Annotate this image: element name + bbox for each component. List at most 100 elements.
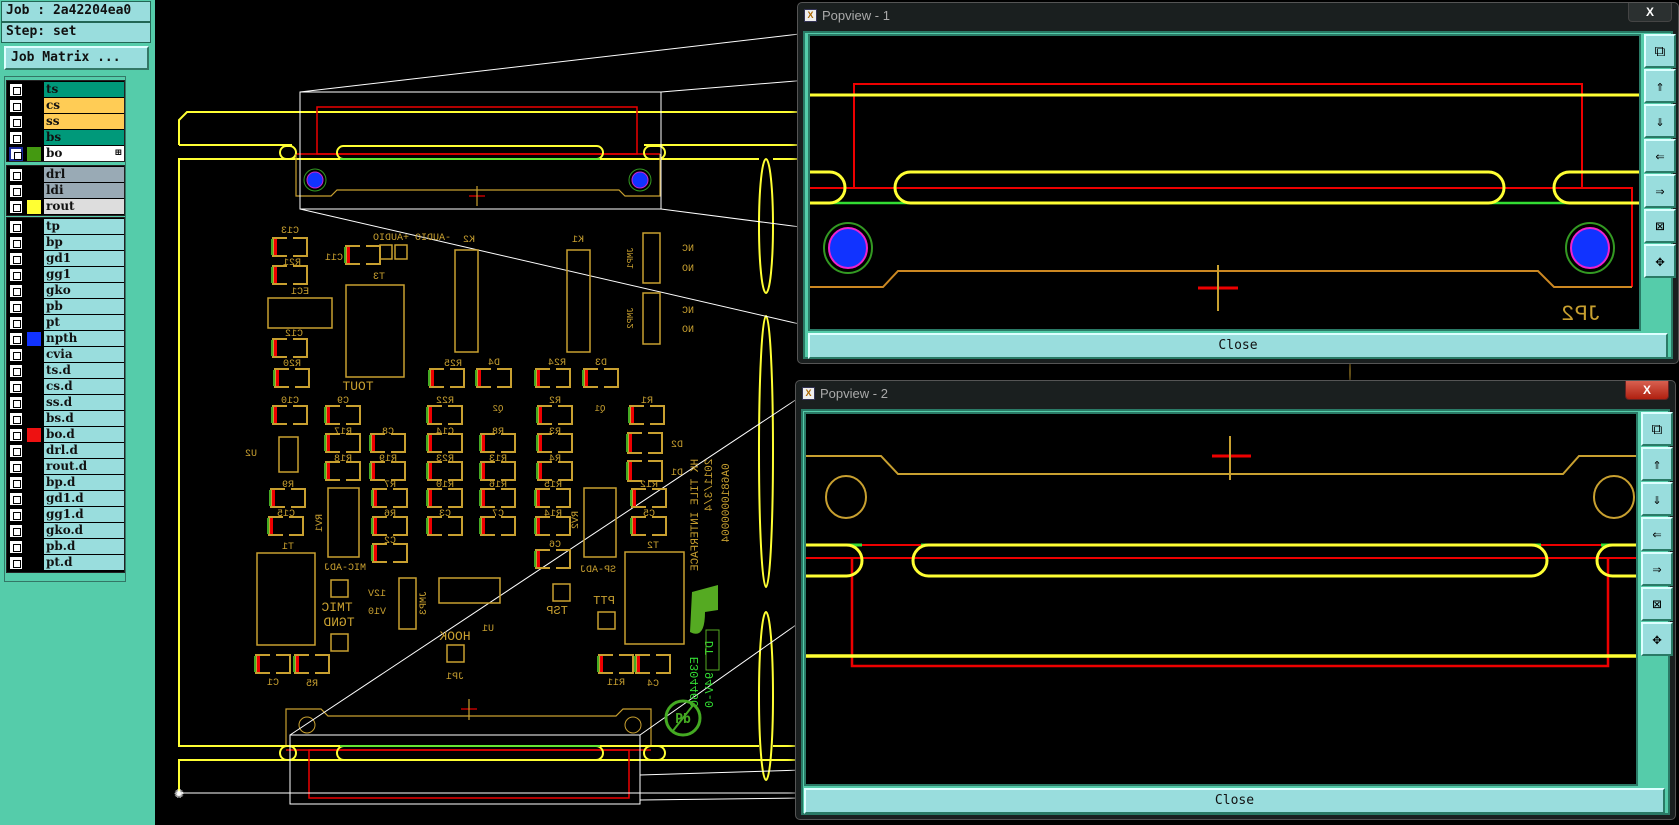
layer-row-pt.d[interactable]: pt.d <box>7 555 124 571</box>
layer-checkbox[interactable] <box>9 300 23 314</box>
layer-checkbox[interactable] <box>9 396 23 410</box>
layer-row-drl[interactable]: drl <box>7 167 124 183</box>
layer-name[interactable]: ts.d <box>44 363 124 378</box>
expand-icon[interactable]: ⊞ <box>114 148 122 158</box>
zoom-in-button[interactable]: ✥ <box>1641 622 1673 656</box>
layer-checkbox[interactable] <box>9 83 23 97</box>
popview-1-canvas[interactable]: JP2 <box>768 34 1672 331</box>
swap-view-button[interactable]: ⧉ <box>1641 412 1673 446</box>
window-close-button[interactable]: X <box>1625 381 1669 400</box>
layer-name[interactable]: ss.d <box>44 395 124 410</box>
popview-2-close-button[interactable]: Close <box>804 788 1665 814</box>
layer-row-gg1[interactable]: gg1 <box>7 267 124 283</box>
layer-checkbox[interactable] <box>9 99 23 113</box>
layer-name[interactable]: bo⊞ <box>44 146 124 161</box>
layer-checkbox[interactable] <box>9 236 23 250</box>
layer-name[interactable]: bo.d <box>44 427 124 442</box>
layer-name[interactable]: gko <box>44 283 124 298</box>
layer-checkbox[interactable] <box>9 168 23 182</box>
layer-row-cs.d[interactable]: cs.d <box>7 379 124 395</box>
layer-name[interactable]: bp.d <box>44 475 124 490</box>
pan-right-button[interactable]: ⇒ <box>1644 174 1676 208</box>
layer-checkbox[interactable] <box>9 556 23 570</box>
layer-row-ldi[interactable]: ldi <box>7 183 124 199</box>
layer-name[interactable]: drl.d <box>44 443 124 458</box>
job-matrix-button[interactable]: Job Matrix ... <box>4 46 149 70</box>
layer-checkbox[interactable] <box>9 184 23 198</box>
layer-row-bp[interactable]: bp <box>7 235 124 251</box>
layer-checkbox[interactable] <box>9 316 23 330</box>
layer-name[interactable]: ts <box>44 82 124 97</box>
window-close-button[interactable]: X <box>1628 3 1672 22</box>
layer-row-ts.d[interactable]: ts.d <box>7 363 124 379</box>
layer-name[interactable]: rout <box>44 199 124 214</box>
layer-name[interactable]: cs <box>44 98 124 113</box>
layer-row-gko[interactable]: gko <box>7 283 124 299</box>
pan-up-button[interactable]: ⇑ <box>1641 447 1673 481</box>
layer-row-bo[interactable]: bo⊞ <box>7 146 124 162</box>
layer-row-pt[interactable]: pt <box>7 315 124 331</box>
layer-row-rout.d[interactable]: rout.d <box>7 459 124 475</box>
layer-checkbox[interactable] <box>9 220 23 234</box>
layer-row-tp[interactable]: tp <box>7 219 124 235</box>
layer-row-gd1[interactable]: gd1 <box>7 251 124 267</box>
layer-checkbox[interactable] <box>9 147 23 161</box>
layer-checkbox[interactable] <box>9 428 23 442</box>
layer-name[interactable]: ss <box>44 114 124 129</box>
layer-checkbox[interactable] <box>9 460 23 474</box>
layer-name[interactable]: gg1.d <box>44 507 124 522</box>
layer-checkbox[interactable] <box>9 540 23 554</box>
layer-row-ss[interactable]: ss <box>7 114 124 130</box>
layer-checkbox[interactable] <box>9 252 23 266</box>
layer-name[interactable]: pt.d <box>44 555 124 570</box>
layer-name[interactable]: pt <box>44 315 124 330</box>
layer-checkbox[interactable] <box>9 524 23 538</box>
layer-name[interactable]: gd1 <box>44 251 124 266</box>
layer-name[interactable]: cvia <box>44 347 124 362</box>
layer-name[interactable]: bp <box>44 235 124 250</box>
layer-name[interactable]: gd1.d <box>44 491 124 506</box>
pan-right-button[interactable]: ⇒ <box>1641 552 1673 586</box>
layer-checkbox[interactable] <box>9 492 23 506</box>
layer-name[interactable]: gg1 <box>44 267 124 282</box>
pan-left-button[interactable]: ⇐ <box>1644 139 1676 173</box>
layer-row-cvia[interactable]: cvia <box>7 347 124 363</box>
layer-checkbox[interactable] <box>9 131 23 145</box>
pan-down-button[interactable]: ⇓ <box>1641 482 1673 516</box>
layer-name[interactable]: bs <box>44 130 124 145</box>
zoom-in-button[interactable]: ✥ <box>1644 244 1676 278</box>
popview-2-canvas[interactable] <box>764 412 1679 786</box>
layer-checkbox[interactable] <box>9 508 23 522</box>
layer-name[interactable]: bs.d <box>44 411 124 426</box>
zoom-out-button[interactable]: ⊠ <box>1641 587 1673 621</box>
layer-row-pb[interactable]: pb <box>7 299 124 315</box>
layer-name[interactable]: gko.d <box>44 523 124 538</box>
layer-checkbox[interactable] <box>9 332 23 346</box>
zoom-out-button[interactable]: ⊠ <box>1644 209 1676 243</box>
layer-name[interactable]: rout.d <box>44 459 124 474</box>
layer-row-gd1.d[interactable]: gd1.d <box>7 491 124 507</box>
layer-row-rout[interactable]: rout <box>7 199 124 215</box>
layer-checkbox[interactable] <box>9 200 23 214</box>
layer-name[interactable]: tp <box>44 219 124 234</box>
layer-row-gg1.d[interactable]: gg1.d <box>7 507 124 523</box>
layer-checkbox[interactable] <box>9 268 23 282</box>
pan-up-button[interactable]: ⇑ <box>1644 69 1676 103</box>
pan-down-button[interactable]: ⇓ <box>1644 104 1676 138</box>
layer-name[interactable]: pb <box>44 299 124 314</box>
layer-row-bo.d[interactable]: bo.d <box>7 427 124 443</box>
layer-row-ss.d[interactable]: ss.d <box>7 395 124 411</box>
layer-name[interactable]: cs.d <box>44 379 124 394</box>
layer-checkbox[interactable] <box>9 364 23 378</box>
layer-checkbox[interactable] <box>9 412 23 426</box>
layer-row-bs[interactable]: bs <box>7 130 124 146</box>
layer-checkbox[interactable] <box>9 284 23 298</box>
layer-name[interactable]: ldi <box>44 183 124 198</box>
layer-row-cs[interactable]: cs <box>7 98 124 114</box>
layer-row-pb.d[interactable]: pb.d <box>7 539 124 555</box>
layer-checkbox[interactable] <box>9 115 23 129</box>
layer-row-bp.d[interactable]: bp.d <box>7 475 124 491</box>
layer-checkbox[interactable] <box>9 380 23 394</box>
layer-row-gko.d[interactable]: gko.d <box>7 523 124 539</box>
